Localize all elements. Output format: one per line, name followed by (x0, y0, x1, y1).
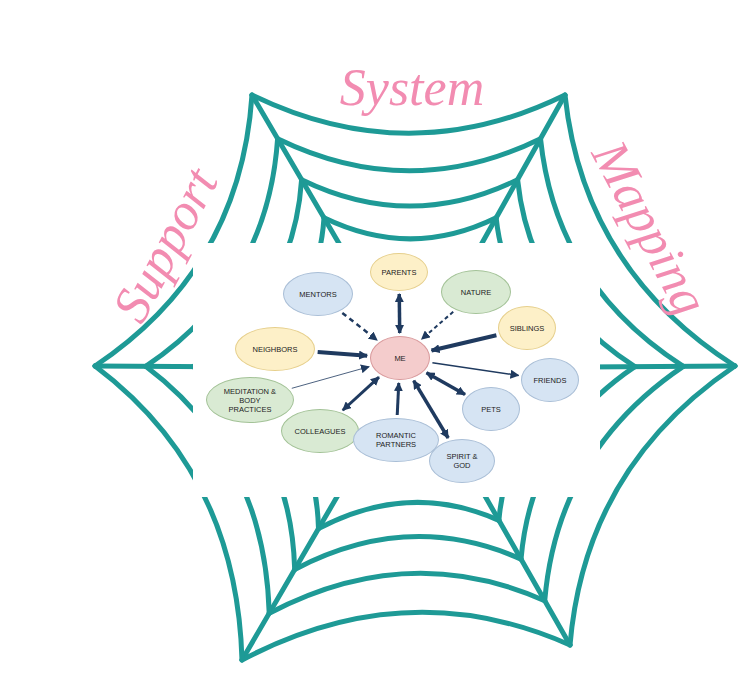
connector-arrow (292, 367, 369, 389)
ellipse-node: MEDITATION & BODY PRACTICES (206, 377, 294, 423)
web-thread (324, 218, 496, 239)
node-label: FRIENDS (534, 376, 567, 385)
ellipse-node: ROMANTIC PARTNERS (353, 418, 439, 462)
ellipse-node: ME (370, 336, 430, 380)
ellipse-node: FRIENDS (521, 358, 579, 402)
panel-ground (193, 243, 600, 497)
ellipse-node: PARENTS (370, 253, 428, 291)
node-label: NEIGHBORS (252, 345, 297, 354)
ellipse-node: SPIRIT & GOD (429, 439, 495, 483)
node-label: PETS (481, 405, 501, 414)
web-thread (295, 537, 521, 570)
ellipse-node: COLLEAGUES (281, 409, 359, 453)
connector-arrow (397, 383, 399, 415)
connector-arrow (342, 313, 377, 340)
web-thread (242, 612, 570, 660)
node-label: ROMANTIC PARTNERS (368, 431, 424, 449)
ellipse-node: SIBLINGS (498, 306, 556, 350)
connector-arrow (426, 373, 465, 395)
title-word: System (340, 62, 484, 114)
web-thread (278, 139, 541, 171)
connector-arrow (343, 377, 379, 410)
connector-arrow (432, 363, 518, 376)
node-label: MEDITATION & BODY PRACTICES (221, 387, 279, 414)
web-thread (319, 502, 499, 528)
ellipse-node: NEIGHBORS (235, 327, 315, 371)
node-label: SIBLINGS (510, 324, 545, 333)
node-label: MENTORS (299, 290, 336, 299)
ellipse-node: NATURE (441, 270, 511, 314)
connector-arrow (318, 352, 367, 356)
node-label: NATURE (461, 288, 491, 297)
connector-arrow (431, 335, 496, 350)
node-label: SPIRIT & GOD (441, 452, 483, 470)
ellipse-node: MENTORS (283, 272, 353, 316)
connector-arrow (422, 312, 454, 339)
web-thread (302, 180, 518, 206)
node-label: COLLEAGUES (295, 427, 346, 436)
web-thread (269, 573, 545, 613)
ellipse-node: PETS (462, 387, 520, 431)
node-label: PARENTS (382, 268, 417, 277)
connector-arrow (398, 294, 402, 333)
node-label: ME (394, 354, 405, 363)
